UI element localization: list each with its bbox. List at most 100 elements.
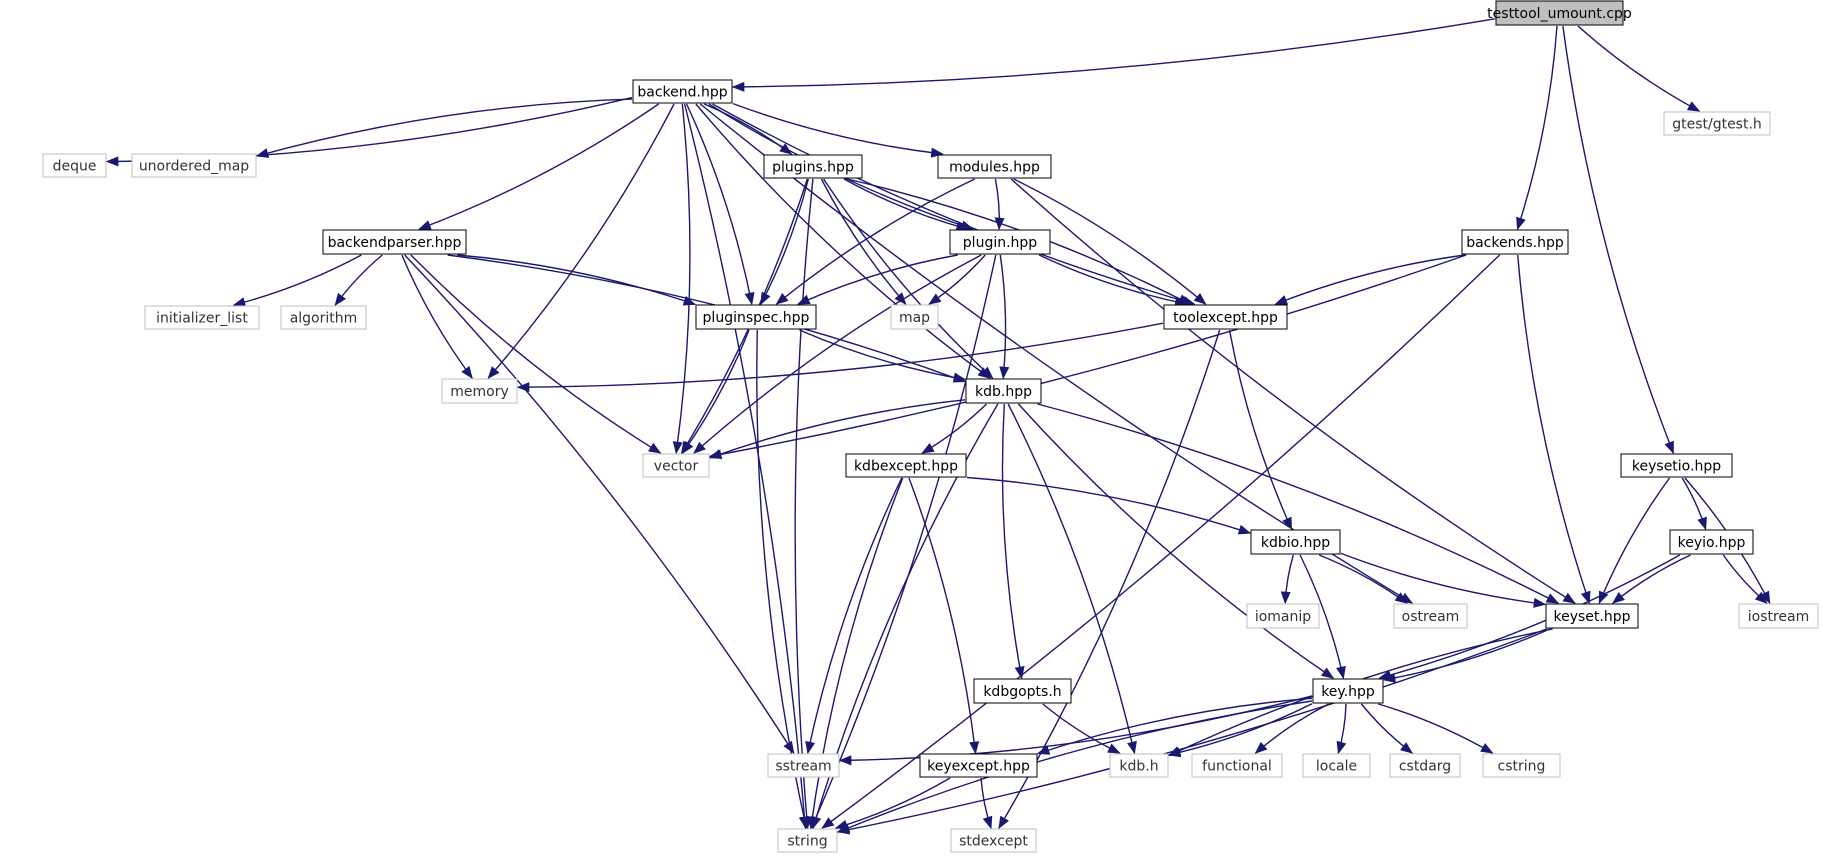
node-sstream[interactable]: sstream	[767, 753, 840, 778]
edge-backends-to-keyset	[1517, 254, 1591, 605]
edge-toolexcept-to-memory	[516, 322, 1164, 393]
node-label-keyset: keyset.hpp	[1554, 609, 1631, 625]
edge-plugins-to-plugin	[843, 178, 970, 231]
node-box-iostream	[1738, 603, 1819, 629]
node-box-keyset	[1545, 603, 1639, 629]
node-box-kdbexcept	[845, 453, 967, 478]
edge-kdbexcept-to-kdbio	[966, 476, 1252, 535]
node-label-pluginspec: pluginspec.hpp	[703, 310, 810, 326]
edge-backend-to-unordered_map	[255, 98, 633, 158]
node-kdbio[interactable]: kdbio.hpp	[1250, 529, 1341, 555]
edge-keyexcept-to-stdexcept	[980, 777, 993, 830]
node-label-memory: memory	[450, 384, 509, 400]
node-kdb[interactable]: kdb.hpp	[965, 378, 1042, 404]
edge-plugin-to-string	[810, 254, 997, 830]
node-pluginspec[interactable]: pluginspec.hpp	[695, 304, 817, 330]
node-kdbgopts[interactable]: kdbgopts.h	[973, 678, 1072, 704]
node-label-cstdarg: cstdarg	[1399, 759, 1451, 775]
edge-backendparser-to-sstream	[404, 254, 795, 755]
node-label-plugin: plugin.hpp	[963, 235, 1038, 251]
node-kdb_h[interactable]: kdb.h	[1109, 753, 1169, 778]
edge-keysetio-to-keyset	[1598, 477, 1671, 605]
node-ostream[interactable]: ostream	[1393, 603, 1468, 629]
node-iomanip[interactable]: iomanip	[1246, 603, 1320, 629]
node-locale[interactable]: locale	[1302, 753, 1371, 778]
edge-testtool_umount-to-backend	[731, 18, 1496, 92]
node-plugin[interactable]: plugin.hpp	[949, 229, 1051, 255]
node-initializer_list[interactable]: initializer_list	[144, 305, 260, 330]
edge-kdb-to-key	[1017, 403, 1335, 679]
edge-backendparser-to-initializer_list	[232, 254, 362, 308]
edge-keyio-to-keyset	[1612, 554, 1691, 604]
node-functional[interactable]: functional	[1191, 753, 1283, 778]
edge-kdb-to-kdbexcept	[921, 403, 987, 454]
node-backendparser[interactable]: backendparser.hpp	[322, 229, 467, 255]
edge-key-to-cstdarg	[1360, 703, 1414, 754]
node-box-plugins	[763, 154, 863, 179]
edge-pluginspec-to-kdb	[799, 329, 967, 383]
node-keyexcept[interactable]: keyexcept.hpp	[919, 753, 1038, 778]
node-box-iomanip	[1246, 603, 1320, 629]
node-algorithm[interactable]: algorithm	[280, 305, 367, 330]
node-modules[interactable]: modules.hpp	[937, 154, 1052, 179]
node-plugins[interactable]: plugins.hpp	[763, 154, 863, 179]
edge-testtool_umount-to-backends	[1516, 25, 1558, 231]
edge-backends-to-vector	[708, 254, 1467, 460]
edge-keyio-to-iostream	[1722, 554, 1768, 604]
edge-key-to-cstring	[1378, 703, 1494, 754]
node-box-ostream	[1393, 603, 1468, 629]
node-label-keyexcept: keyexcept.hpp	[927, 759, 1030, 775]
node-backends[interactable]: backends.hpp	[1461, 229, 1569, 255]
node-keysetio[interactable]: keysetio.hpp	[1620, 453, 1733, 478]
edge-testtool_umount-to-gtest	[1577, 25, 1701, 112]
node-box-unordered_map	[131, 153, 257, 178]
node-map[interactable]: map	[890, 304, 939, 330]
edge-backend-to-modules	[732, 102, 944, 158]
node-string[interactable]: string	[777, 828, 838, 853]
node-box-key	[1312, 678, 1384, 704]
node-gtest[interactable]: gtest/gtest.h	[1663, 111, 1771, 136]
node-key[interactable]: key.hpp	[1312, 678, 1384, 704]
node-memory[interactable]: memory	[441, 378, 518, 404]
node-toolexcept[interactable]: toolexcept.hpp	[1163, 304, 1288, 330]
edge-modules-to-toolexcept	[1013, 178, 1207, 305]
node-box-backends	[1461, 229, 1569, 255]
node-label-keyio: keyio.hpp	[1678, 535, 1746, 551]
edge-testtool_umount-to-keysetio	[1562, 25, 1674, 455]
node-unordered_map[interactable]: unordered_map	[131, 153, 257, 178]
edge-kdbio-to-keyset	[1340, 552, 1547, 608]
edge-modules-to-pluginspec	[775, 178, 976, 305]
node-box-string	[777, 828, 838, 853]
edge-backends-to-toolexcept	[1274, 254, 1465, 305]
node-box-stdexcept	[950, 828, 1037, 853]
node-cstring[interactable]: cstring	[1482, 753, 1561, 778]
node-iostream[interactable]: iostream	[1738, 603, 1819, 629]
node-label-map: map	[899, 310, 930, 326]
node-box-vector	[642, 453, 710, 478]
node-kdbexcept[interactable]: kdbexcept.hpp	[845, 453, 967, 478]
node-testtool_umount[interactable]: testtool_umount.cpp	[1487, 0, 1632, 26]
node-box-toolexcept	[1163, 304, 1288, 330]
node-box-functional	[1191, 753, 1283, 778]
edge-kdb-to-vector	[708, 399, 966, 459]
node-backend[interactable]: backend.hpp	[632, 79, 733, 104]
node-label-locale: locale	[1316, 759, 1357, 775]
node-label-backend: backend.hpp	[637, 85, 727, 101]
node-keyio[interactable]: keyio.hpp	[1669, 529, 1754, 555]
node-cstdarg[interactable]: cstdarg	[1389, 753, 1461, 778]
edge-keyio-to-key	[1378, 554, 1681, 680]
edge-backend-to-memory	[487, 103, 675, 379]
node-box-algorithm	[280, 305, 367, 330]
node-label-testtool_umount: testtool_umount.cpp	[1487, 6, 1632, 22]
edge-modules-to-keyset	[1010, 178, 1576, 604]
node-box-gtest	[1663, 111, 1771, 136]
node-keyset[interactable]: keyset.hpp	[1545, 603, 1639, 629]
node-vector[interactable]: vector	[642, 453, 710, 478]
node-deque[interactable]: deque	[42, 153, 107, 178]
edge-backendparser-to-algorithm	[334, 254, 383, 307]
edge-key-to-locale	[1336, 703, 1347, 755]
node-label-backendparser: backendparser.hpp	[328, 235, 462, 251]
node-stdexcept[interactable]: stdexcept	[950, 828, 1037, 853]
node-label-backends: backends.hpp	[1466, 235, 1564, 251]
